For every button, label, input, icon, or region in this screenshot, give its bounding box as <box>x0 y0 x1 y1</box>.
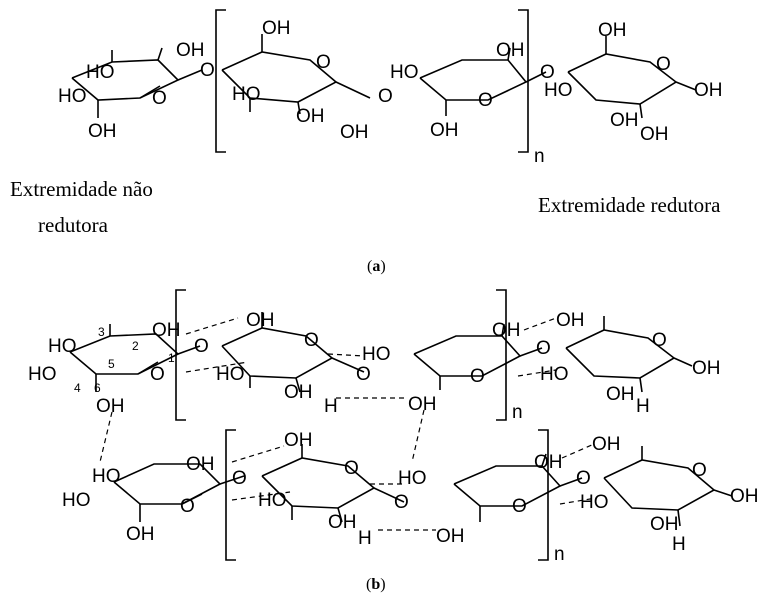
right-caption: Extremidade redutora <box>538 193 721 217</box>
atom-label: OH <box>296 106 325 127</box>
atom-label: O <box>152 88 167 109</box>
atom-label: HO <box>62 490 91 511</box>
atom-label: HO <box>86 62 115 83</box>
carbon-number: 3 <box>98 325 105 339</box>
atom-label: OH <box>534 452 563 473</box>
atom-label: HO <box>28 364 57 385</box>
atom-label: HO <box>58 86 87 107</box>
atom-label: HO <box>362 344 391 365</box>
atom-label: OH <box>186 454 215 475</box>
atom-label: O <box>378 86 393 107</box>
atom-label: O <box>180 496 195 517</box>
atom-label: OH <box>340 122 369 143</box>
atom-label: OH <box>650 514 679 535</box>
carbon-numbering: 3 2 1 5 4 6 <box>74 325 175 395</box>
panel-a-structure <box>71 9 697 153</box>
atom-label: O <box>470 366 485 387</box>
atom-label: O <box>692 460 707 481</box>
atom-label: OH <box>430 120 459 141</box>
atom-label: O <box>512 496 527 517</box>
atom-label: HO <box>398 468 427 489</box>
atom-label: OH <box>328 512 357 533</box>
atom-label: OH <box>692 358 721 379</box>
atom-label: O <box>194 336 209 357</box>
atom-label: OH <box>262 18 291 39</box>
carbon-number: 4 <box>74 381 81 395</box>
atom-label: OH <box>436 526 465 547</box>
atom-label: OH <box>126 524 155 545</box>
atom-label: H <box>636 396 650 417</box>
atom-label: H <box>324 396 338 417</box>
atom-label: OH <box>284 430 313 451</box>
atom-label: OH <box>606 384 635 405</box>
atom-label: OH <box>598 20 627 41</box>
ring-a3 <box>419 59 528 101</box>
atom-label: O <box>656 54 671 75</box>
atom-label: H <box>672 534 686 555</box>
panel-a-atom-labels: HO HO OH O OH O OH O HO OH OH O HO OH O … <box>58 18 723 167</box>
atom-label: O <box>478 90 493 111</box>
left-caption-line1: Extremidade não <box>10 177 153 201</box>
panel-b-label: (b) <box>366 576 386 593</box>
atom-label: H <box>358 528 372 549</box>
atom-label: HO <box>48 336 77 357</box>
atom-label: O <box>232 468 247 489</box>
panel-b-atom-labels: HO HO OH O OH O OH O HO OH H O HO OH OH … <box>28 310 759 565</box>
atom-label: OH <box>408 394 437 415</box>
bracket-left-a <box>215 9 226 153</box>
panel-b-top-chain <box>69 289 693 421</box>
atom-label: HO <box>232 84 261 105</box>
atom-label: O <box>536 338 551 359</box>
repeat-subscript-b-bottom: n <box>554 544 565 565</box>
atom-label: OH <box>610 110 639 131</box>
atom-label: HO <box>580 492 609 513</box>
atom-label: O <box>344 458 359 479</box>
repeat-subscript-a: n <box>534 146 545 167</box>
atom-label: O <box>150 364 165 385</box>
atom-label: O <box>576 468 591 489</box>
atom-label: O <box>540 62 555 83</box>
atom-label: HO <box>544 80 573 101</box>
atom-label: O <box>304 330 319 351</box>
hydrogen-bonds <box>99 317 597 531</box>
atom-label: OH <box>246 310 275 331</box>
atom-label: OH <box>640 124 669 145</box>
atom-label: OH <box>556 310 585 331</box>
carbon-number: 5 <box>108 357 115 371</box>
atom-label: OH <box>96 396 125 417</box>
panel-a-label: (a) <box>367 258 386 275</box>
atom-label: OH <box>176 40 205 61</box>
atom-label: OH <box>694 80 723 101</box>
atom-label: O <box>316 52 331 73</box>
atom-label: HO <box>390 62 419 83</box>
atom-label: O <box>394 492 409 513</box>
atom-label: HO <box>258 490 287 511</box>
bracket-right-a <box>518 9 529 153</box>
atom-label: O <box>652 330 667 351</box>
repeat-subscript-b-top: n <box>512 402 523 423</box>
atom-label: O <box>356 364 371 385</box>
atom-label: OH <box>284 382 313 403</box>
carbon-number: 2 <box>132 339 139 353</box>
atom-label: OH <box>152 320 181 341</box>
atom-label: HO <box>92 466 121 487</box>
atom-label: OH <box>592 434 621 455</box>
atom-label: HO <box>540 364 569 385</box>
carbon-number: 1 <box>168 351 175 365</box>
atom-label: O <box>200 60 215 81</box>
atom-label: HO <box>216 364 245 385</box>
atom-label: OH <box>88 121 117 142</box>
atom-label: OH <box>496 40 525 61</box>
panel-b-bottom-chain <box>113 429 733 561</box>
atom-label: OH <box>730 486 759 507</box>
left-caption-line2: redutora <box>38 213 108 237</box>
atom-label: OH <box>492 320 521 341</box>
carbon-number: 6 <box>94 381 101 395</box>
